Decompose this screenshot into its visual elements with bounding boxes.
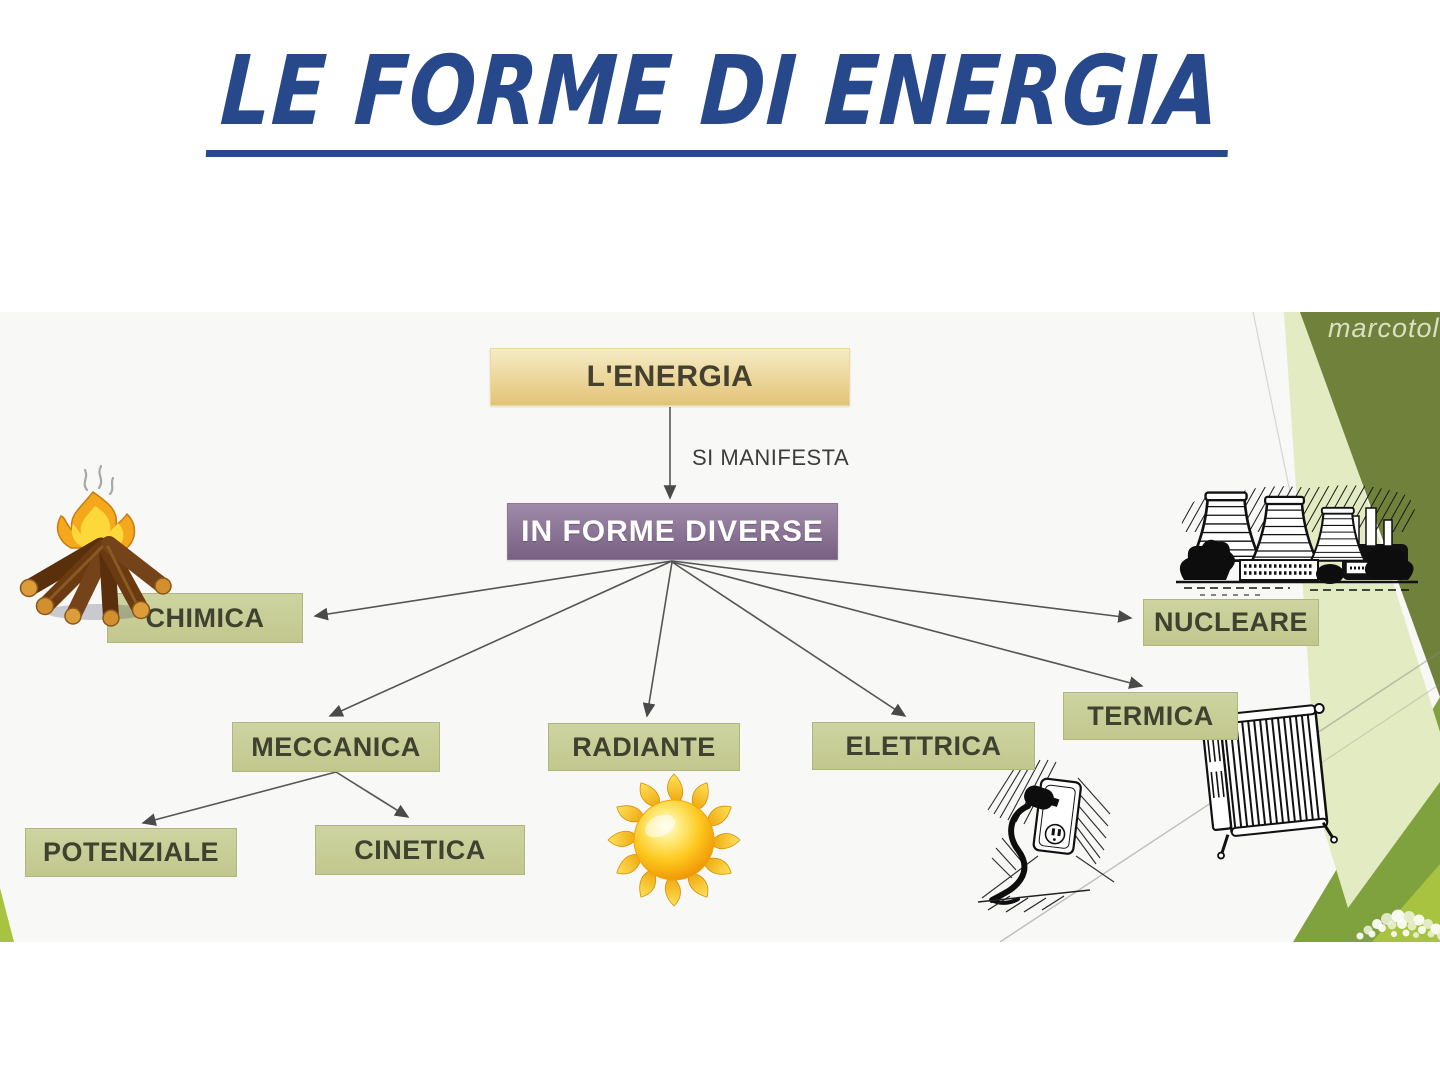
power-outlet-icon xyxy=(977,759,1115,913)
title-wrap: LE FORME DI ENERGIA xyxy=(0,35,1440,157)
node-cinetica: CINETICA xyxy=(315,825,525,875)
plug xyxy=(1024,785,1060,810)
floor-hatching xyxy=(987,895,1065,913)
sun-icon xyxy=(607,773,741,907)
dots-cluster xyxy=(1356,909,1440,941)
node-energia: L'ENERGIA xyxy=(490,348,850,406)
smoke xyxy=(83,464,115,496)
node-elettrica: ELETTRICA xyxy=(812,722,1035,770)
slide-title: LE FORME DI ENERGIA xyxy=(205,35,1235,157)
node-in-forme-diverse: IN FORME DIVERSE xyxy=(507,503,838,560)
connector-arrows xyxy=(141,407,1144,826)
watermark: marcotol xyxy=(1328,313,1440,343)
node-radiante: RADIANTE xyxy=(548,723,740,771)
wall-hatching xyxy=(987,759,1111,879)
node-termica: TERMICA xyxy=(1063,692,1238,740)
node-potenziale: POTENZIALE xyxy=(25,828,237,877)
nuclear-plant-icon xyxy=(1176,485,1418,596)
logs xyxy=(19,536,172,627)
concept-map-image: marcotol xyxy=(0,312,1440,942)
campfire-icon xyxy=(19,464,172,627)
connector-label: SI MANIFESTA xyxy=(692,445,850,470)
node-meccanica: MECCANICA xyxy=(232,722,440,772)
background-decor xyxy=(0,312,1440,942)
node-nucleare: NUCLEARE xyxy=(1143,599,1319,646)
